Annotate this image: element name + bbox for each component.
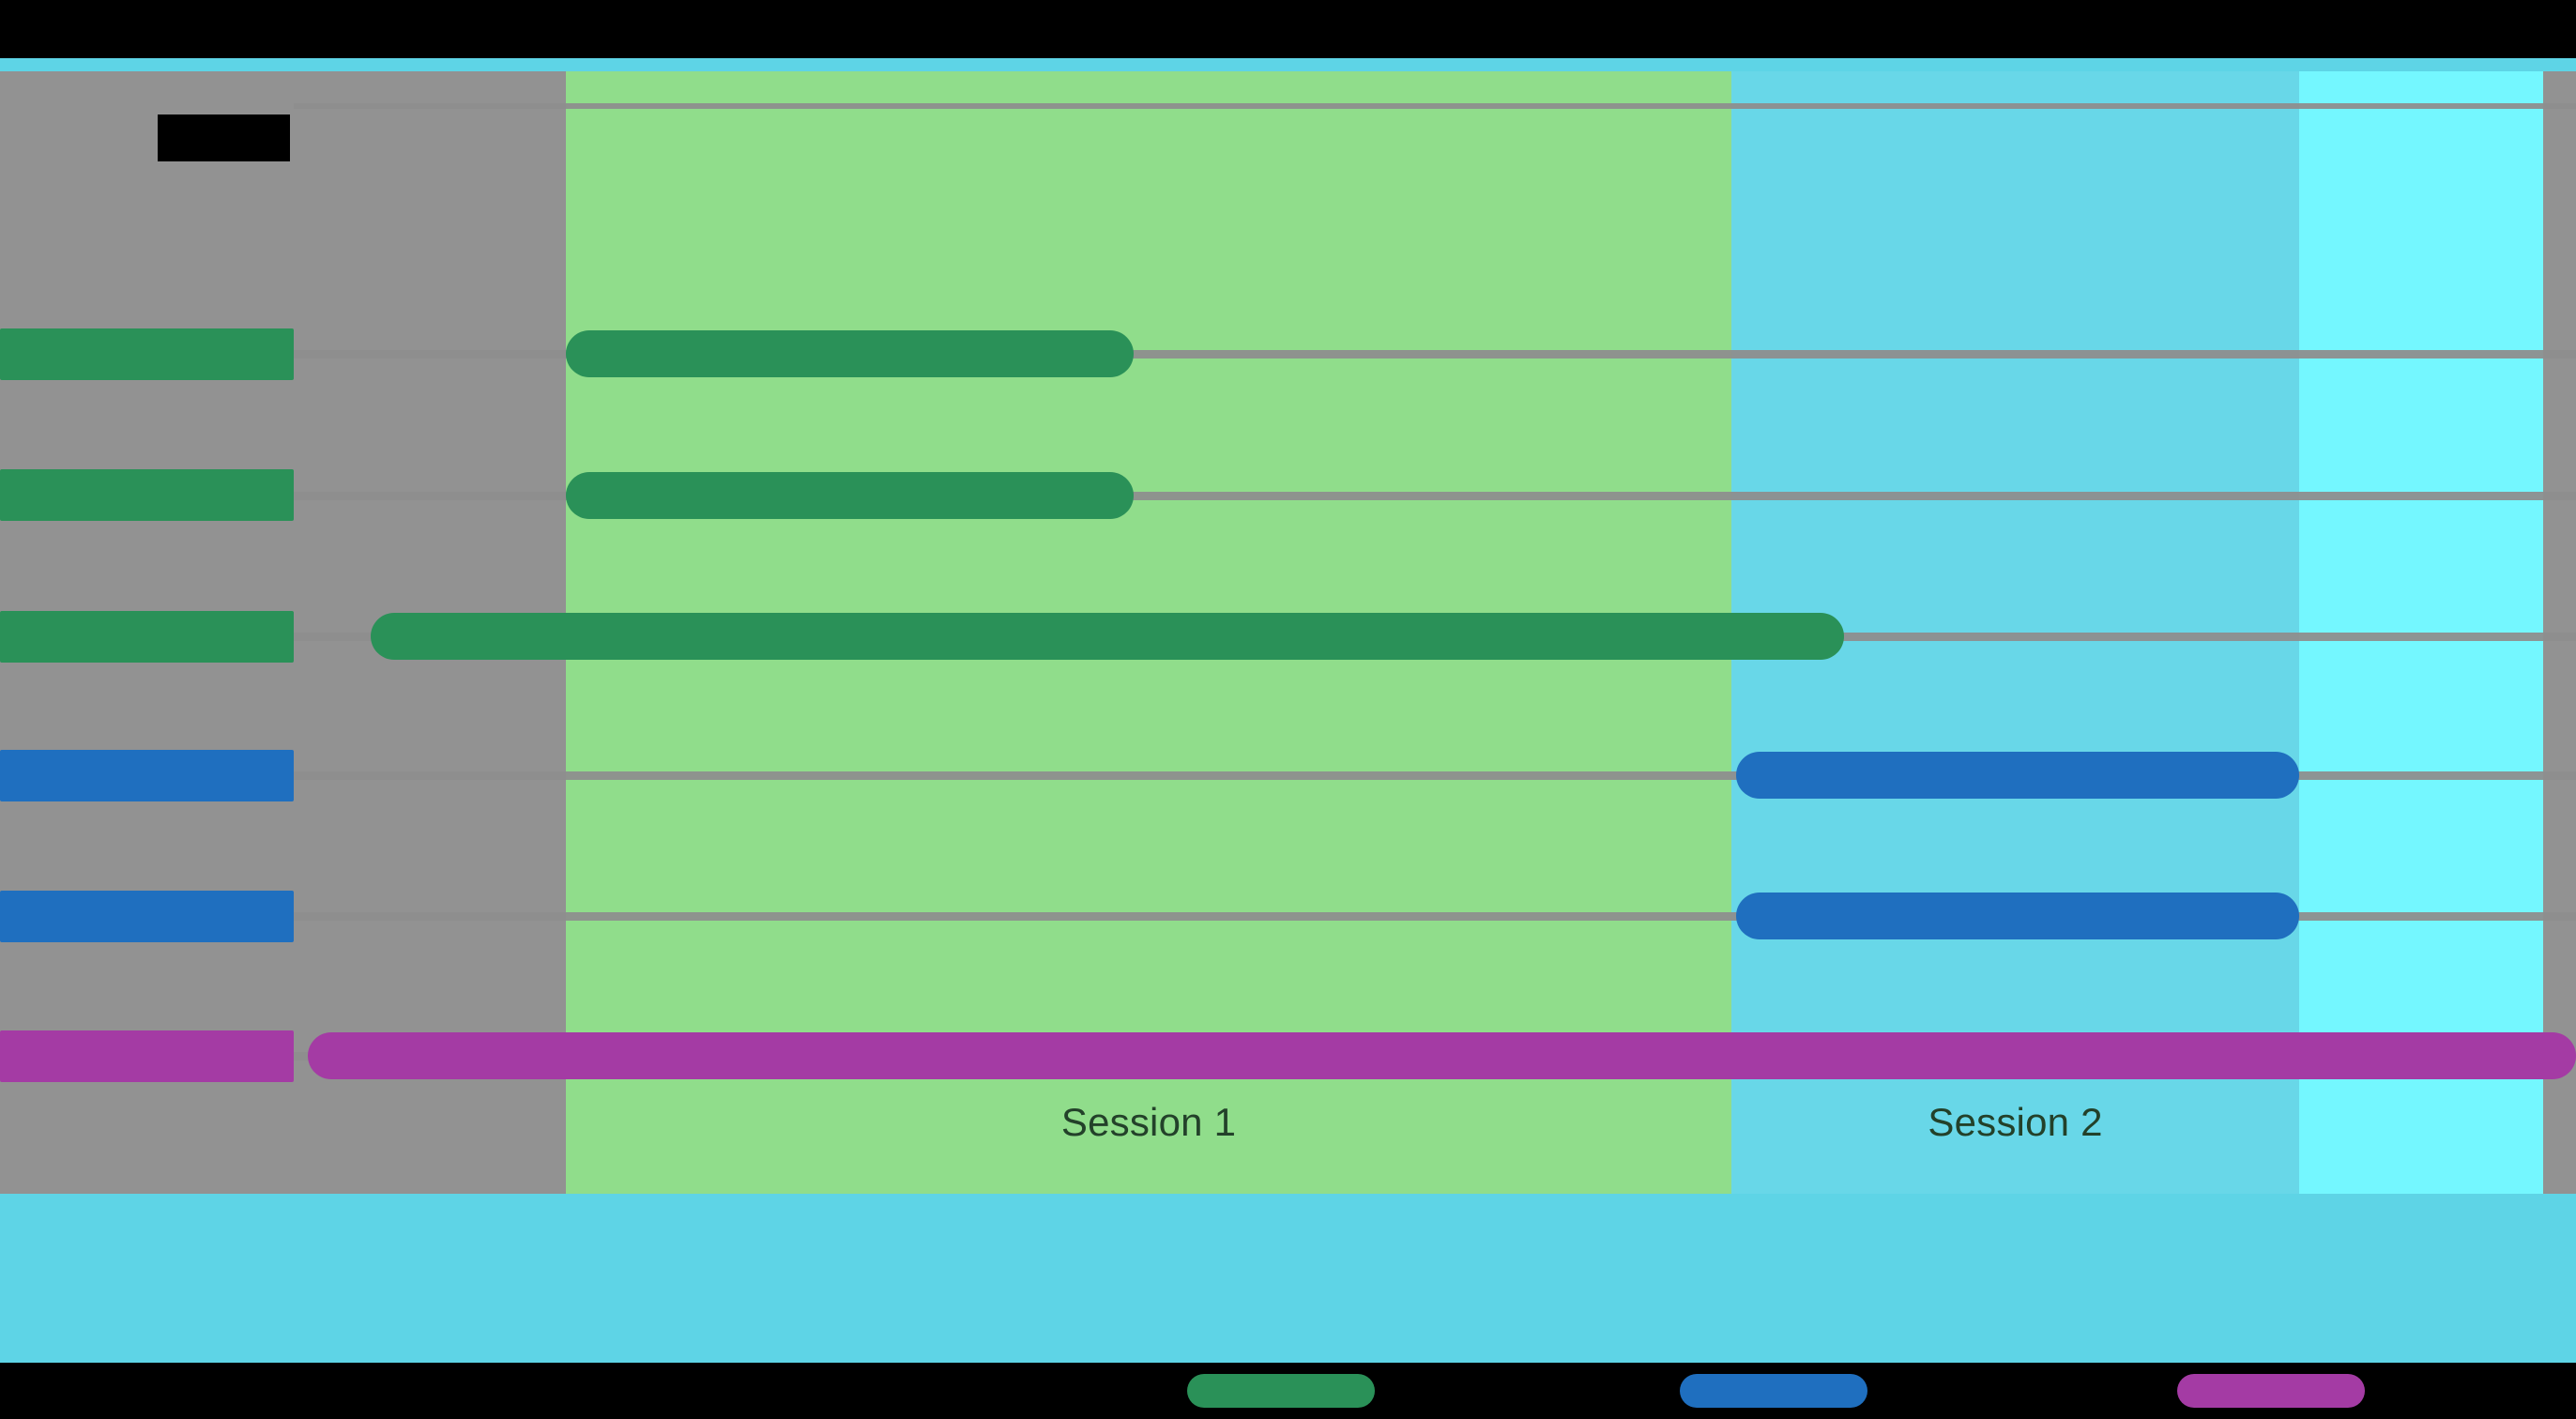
legend-item-magenta-series[interactable] xyxy=(2177,1374,2374,1408)
row-label-text-5: DataSet C xyxy=(0,1030,294,1082)
row-label-text-1: DataSet A2 xyxy=(0,469,294,521)
gantt-bar-dataset-b2[interactable] xyxy=(1736,893,2299,939)
row-label-text-0: DataSet A1 xyxy=(0,328,294,380)
row-label-4[interactable]: DataSet B2 xyxy=(0,891,294,942)
legend-swatch-green-series xyxy=(1187,1374,1375,1408)
gantt-bar-dataset-b1[interactable] xyxy=(1736,752,2299,799)
legend-item-blue-series[interactable] xyxy=(1680,1374,1877,1408)
legend-swatch-magenta-series xyxy=(2177,1374,2365,1408)
row-label-1[interactable]: DataSet A2 xyxy=(0,469,294,521)
gridline-row-1 xyxy=(0,492,2576,500)
row-label-text-4: DataSet B2 xyxy=(0,891,294,942)
gantt-bar-dataset-a1[interactable] xyxy=(566,330,1134,377)
gridline-row-4 xyxy=(0,912,2576,921)
row-label-text-3: DataSet B1 xyxy=(0,750,294,801)
chart-legend xyxy=(0,1363,2576,1419)
legend-swatch-blue-series xyxy=(1680,1374,1867,1408)
session-band-label-2: Session 2 xyxy=(1928,1100,2103,1144)
gridline-top xyxy=(0,103,2576,109)
chart-title-block xyxy=(158,114,290,161)
row-label-0[interactable]: DataSet A1 xyxy=(0,328,294,380)
row-label-2[interactable]: DataSet A3 xyxy=(0,611,294,663)
gridline-row-0 xyxy=(0,350,2576,359)
gantt-bar-dataset-a2[interactable] xyxy=(566,472,1134,519)
header-bar xyxy=(0,0,2576,66)
row-label-text-2: DataSet A3 xyxy=(0,611,294,663)
gantt-canvas: Session 1 Session 2 DataSet A1 DataSet A2 D… xyxy=(0,71,2576,1194)
gantt-bar-dataset-c[interactable] xyxy=(308,1032,2576,1079)
row-label-5[interactable]: DataSet C xyxy=(0,1030,294,1082)
row-label-3[interactable]: DataSet B1 xyxy=(0,750,294,801)
gantt-bar-dataset-a3[interactable] xyxy=(371,613,1844,660)
legend-item-green-series[interactable] xyxy=(1187,1374,1384,1408)
footer-panel xyxy=(0,1194,2576,1363)
session-band-label-1: Session 1 xyxy=(1060,1100,1237,1144)
header-accent-strip xyxy=(0,58,2576,71)
gridline-row-3 xyxy=(0,771,2576,780)
